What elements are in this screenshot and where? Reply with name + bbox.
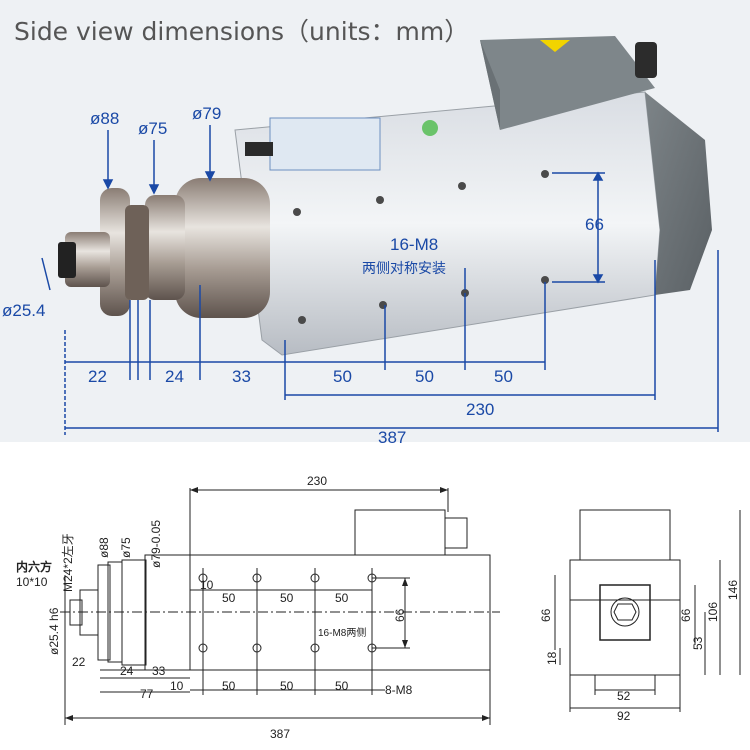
dwg-note-16m8: 16-M8两侧 <box>318 626 366 639</box>
photo-dim-lines <box>41 125 719 435</box>
label-dim-22: 22 <box>88 367 107 386</box>
dwg-b10: 10 <box>170 679 184 693</box>
spindle-nose <box>58 178 270 318</box>
mount-holes <box>293 170 549 324</box>
dwg-d10: 10 <box>200 578 214 592</box>
dwg-d25: ø25.4 h6 <box>47 607 61 655</box>
dwg-b50-3: 50 <box>335 679 349 693</box>
label-dim-230: 230 <box>466 400 494 419</box>
label-dia-75: ø75 <box>138 119 167 138</box>
label-16-m8: 16-M8 <box>390 235 438 254</box>
dwg-b24: 24 <box>120 664 134 678</box>
dwg-d50-3: 50 <box>335 591 349 605</box>
dwg-dim-230: 230 <box>307 474 327 488</box>
motor-body <box>234 36 712 356</box>
dwg-r18: 18 <box>545 651 559 665</box>
dwg-r66b: 66 <box>679 608 693 622</box>
label-dim-66: 66 <box>585 215 604 234</box>
dwg-d88: ø88 <box>97 537 111 558</box>
rotation-arrow-icon <box>245 142 273 156</box>
dwg-r146: 146 <box>726 580 740 600</box>
dwg-d50-2: 50 <box>280 591 294 605</box>
label-dim-50a: 50 <box>333 367 352 386</box>
nameplate <box>269 117 381 171</box>
dwg-b50-1: 50 <box>222 679 236 693</box>
dwg-b77: 77 <box>140 687 154 701</box>
dwg-d75: ø75 <box>119 537 133 558</box>
dwg-thread: M24*2左牙 <box>60 533 75 592</box>
page-title: Side view dimensions（units：mm） <box>14 17 470 46</box>
warning-sticker <box>540 40 570 52</box>
drawing-lines <box>60 488 741 725</box>
dwg-r92: 92 <box>617 709 631 723</box>
dwg-hex-label: 内六方 <box>16 559 52 574</box>
dwg-b8m8: 8-M8 <box>385 683 413 697</box>
qc-sticker-icon <box>422 120 438 136</box>
label-dia-25-4: ø25.4 <box>2 301 45 320</box>
dwg-b50-2: 50 <box>280 679 294 693</box>
dwg-b387: 387 <box>270 727 290 741</box>
dwg-d50-1: 50 <box>222 591 236 605</box>
label-dim-50c: 50 <box>494 367 513 386</box>
label-dia-88: ø88 <box>90 109 119 128</box>
dwg-r66: 66 <box>539 608 553 622</box>
dwg-d66: 66 <box>393 608 407 622</box>
label-dim-33: 33 <box>232 367 251 386</box>
dwg-d79: ø79-0.05 <box>149 520 163 568</box>
dwg-hex-size: 10*10 <box>16 575 48 589</box>
label-dim-50b: 50 <box>415 367 434 386</box>
dwg-r106: 106 <box>706 602 720 622</box>
cable-gland <box>635 42 657 78</box>
dwg-b33: 33 <box>152 664 166 678</box>
label-dia-79: ø79 <box>192 104 221 123</box>
label-dim-24: 24 <box>165 367 184 386</box>
label-mount-note: 两侧对称安装 <box>362 260 446 276</box>
divider <box>0 442 750 452</box>
label-dim-387: 387 <box>378 428 406 447</box>
dwg-b22: 22 <box>72 655 86 669</box>
dwg-r52: 52 <box>617 689 631 703</box>
dwg-r53: 53 <box>691 636 705 650</box>
